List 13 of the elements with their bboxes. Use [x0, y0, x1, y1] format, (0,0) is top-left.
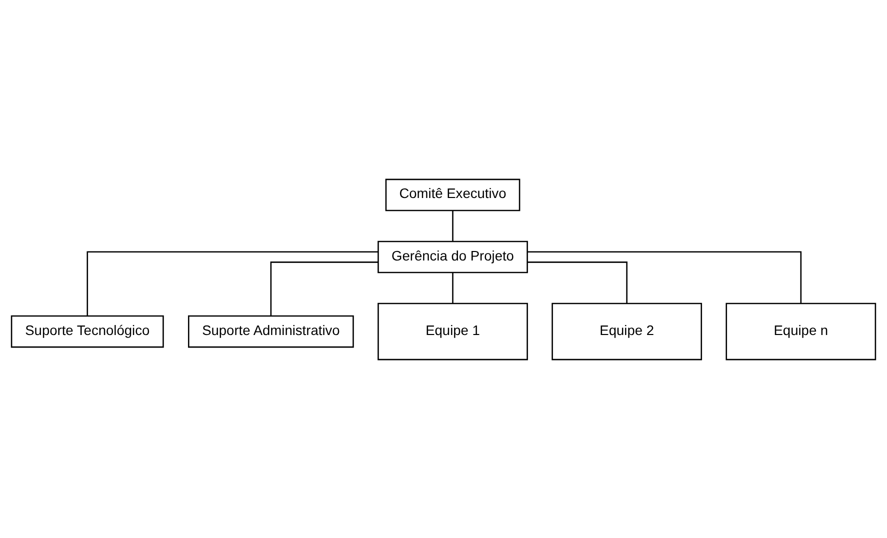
connector [452, 210, 454, 241]
node-box: Gerência do Projeto [378, 240, 528, 273]
node-box: Suporte Tecnológico [10, 314, 164, 348]
connector [86, 250, 378, 316]
node-box: Equipe 1 [378, 302, 528, 360]
connector [452, 272, 454, 303]
connector [270, 261, 378, 316]
connector [527, 261, 628, 303]
node-box: Equipe 2 [552, 302, 702, 360]
node-box: Comitê Executivo [385, 178, 520, 211]
node-box: Suporte Administrativo [188, 314, 354, 348]
connector [527, 250, 802, 303]
node-box: Equipe n [726, 302, 876, 360]
